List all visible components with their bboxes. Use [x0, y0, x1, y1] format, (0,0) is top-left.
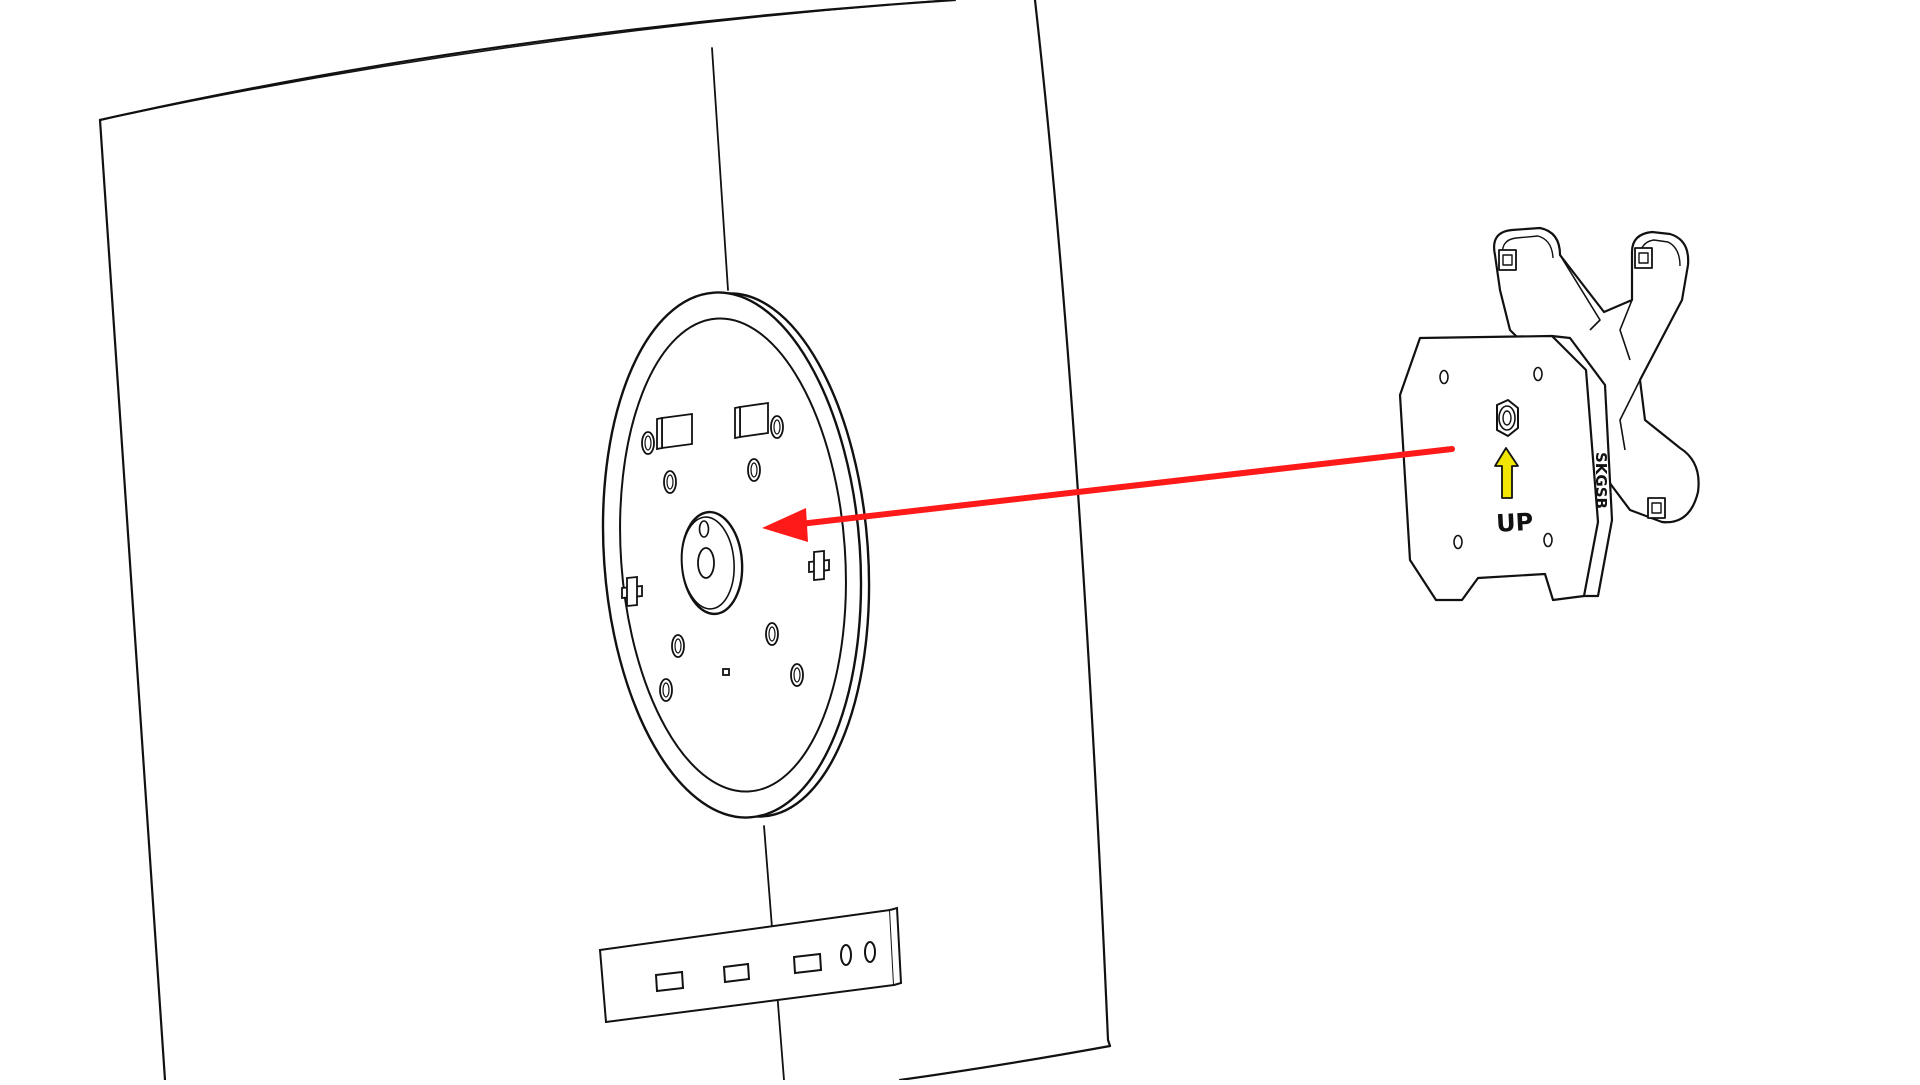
bracket-front-plate — [1398, 334, 1600, 602]
plate-side-clips — [621, 550, 830, 607]
monitor-back — [98, 0, 1112, 1082]
center-hub — [680, 510, 744, 616]
up-label: UP — [1495, 508, 1533, 538]
up-arrow-icon — [1494, 447, 1519, 499]
plate-screw-holes — [641, 415, 804, 702]
bracket-plate-holes — [1439, 366, 1553, 550]
red-arrow-icon — [762, 446, 1455, 542]
bracket-hex-nut — [1496, 399, 1519, 437]
connector-strip — [598, 906, 903, 1024]
brand-label: SKGSB — [1592, 452, 1610, 509]
plate-top-tabs — [656, 401, 769, 451]
round-mount-plate — [601, 291, 871, 819]
vesa-bracket: UP SKGSB — [1398, 226, 1700, 602]
